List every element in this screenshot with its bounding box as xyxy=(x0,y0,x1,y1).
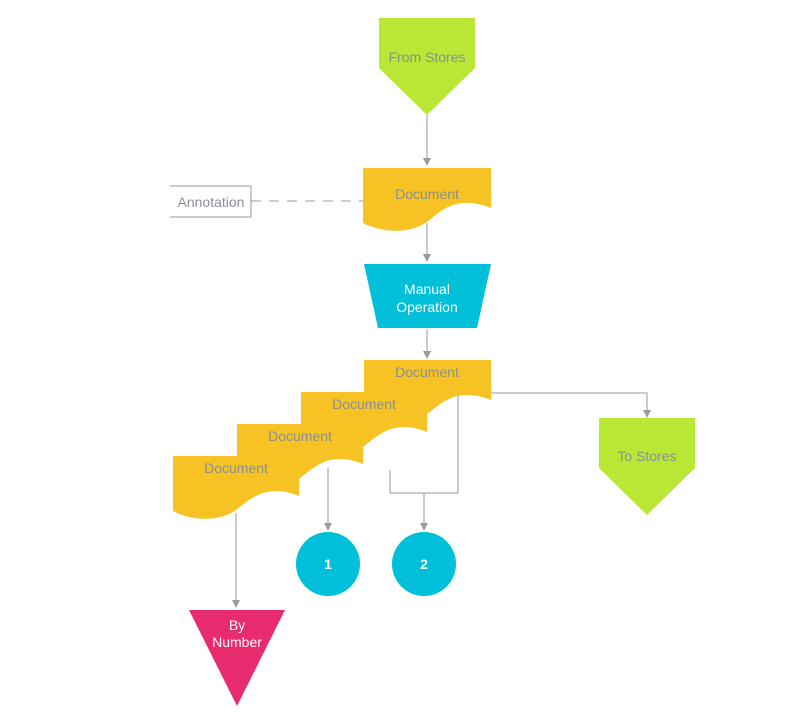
connector-1-node[interactable]: 1 xyxy=(296,532,360,596)
document-stack-shape-4 xyxy=(173,456,299,519)
to-stores-shape xyxy=(599,418,695,515)
edge-documents-to-to-stores xyxy=(491,392,651,418)
from-stores-shape xyxy=(379,18,475,115)
from-stores-label: From Stores xyxy=(388,49,465,65)
manual-operation-label-line2: Operation xyxy=(396,299,457,315)
connector-1-label: 1 xyxy=(324,556,332,572)
document-stack-label-1: Document xyxy=(395,364,459,380)
annotation-node[interactable]: Annotation xyxy=(170,185,252,218)
from-stores-node[interactable]: From Stores xyxy=(379,18,475,115)
manual-operation-shape xyxy=(364,264,491,328)
multi-document-node[interactable]: Document Document Document Document xyxy=(173,360,491,519)
connector-1-shape xyxy=(296,532,360,596)
to-stores-label: To Stores xyxy=(617,448,676,464)
manual-operation-label-line1: Manual xyxy=(404,281,450,297)
by-number-label-line2: Number xyxy=(212,634,262,650)
connector-2-label: 2 xyxy=(420,556,428,572)
document-label: Document xyxy=(395,186,459,202)
connector-2-node[interactable]: 2 xyxy=(392,532,456,596)
document-shape xyxy=(363,168,491,231)
document-node[interactable]: Document xyxy=(363,168,491,231)
annotation-bracket xyxy=(170,185,252,218)
document-stack-label-2: Document xyxy=(332,396,396,412)
annotation-label: Annotation xyxy=(178,194,245,210)
to-stores-node[interactable]: To Stores xyxy=(599,418,695,515)
document-stack-label-3: Document xyxy=(268,428,332,444)
by-number-label-line1: By xyxy=(229,617,245,633)
by-number-shape xyxy=(189,610,285,706)
manual-operation-node[interactable]: Manual Operation xyxy=(364,264,491,328)
document-stack-label-4: Document xyxy=(204,460,268,476)
by-number-node[interactable]: By Number xyxy=(189,610,285,706)
connector-2-shape xyxy=(392,532,456,596)
connectors xyxy=(232,114,651,608)
